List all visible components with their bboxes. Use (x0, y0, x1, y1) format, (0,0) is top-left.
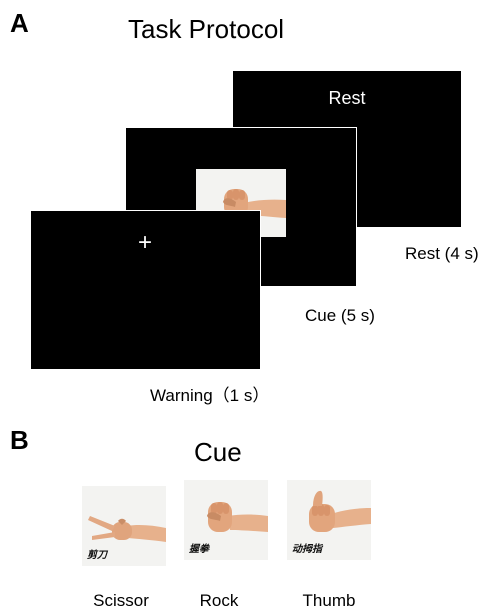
cue-caption: Cue (5 s) (305, 306, 375, 325)
thumb-label: Thumb (302, 591, 356, 610)
thumb-gesture-icon (287, 480, 371, 560)
scissor-gesture-icon (82, 486, 166, 566)
rock-card: 握拳 (184, 480, 268, 560)
warning-caption: Warning（1 s） (150, 386, 270, 405)
task-protocol-title: Task Protocol (128, 14, 285, 44)
rest-screen-label: Rest (328, 88, 366, 108)
rock-zh-text: 握拳 (189, 544, 209, 555)
thumb-zh-text: 动拇指 (292, 544, 322, 555)
panel-b-letter: B (10, 425, 29, 455)
cue-title: Cue (194, 437, 242, 467)
thumb-card: 动拇指 (287, 480, 371, 560)
scissor-label: Scissor (93, 591, 149, 610)
scissor-zh-text: 剪刀 (87, 550, 107, 561)
scissor-card: 剪刀 (82, 486, 166, 566)
panel-a-letter: A (10, 8, 29, 38)
rock-label: Rock (199, 591, 239, 610)
rest-caption: Rest (4 s) (405, 244, 479, 263)
rock-gesture-icon (184, 480, 268, 560)
fixation-cross: + (137, 229, 152, 256)
warning-screen: + (31, 211, 260, 369)
